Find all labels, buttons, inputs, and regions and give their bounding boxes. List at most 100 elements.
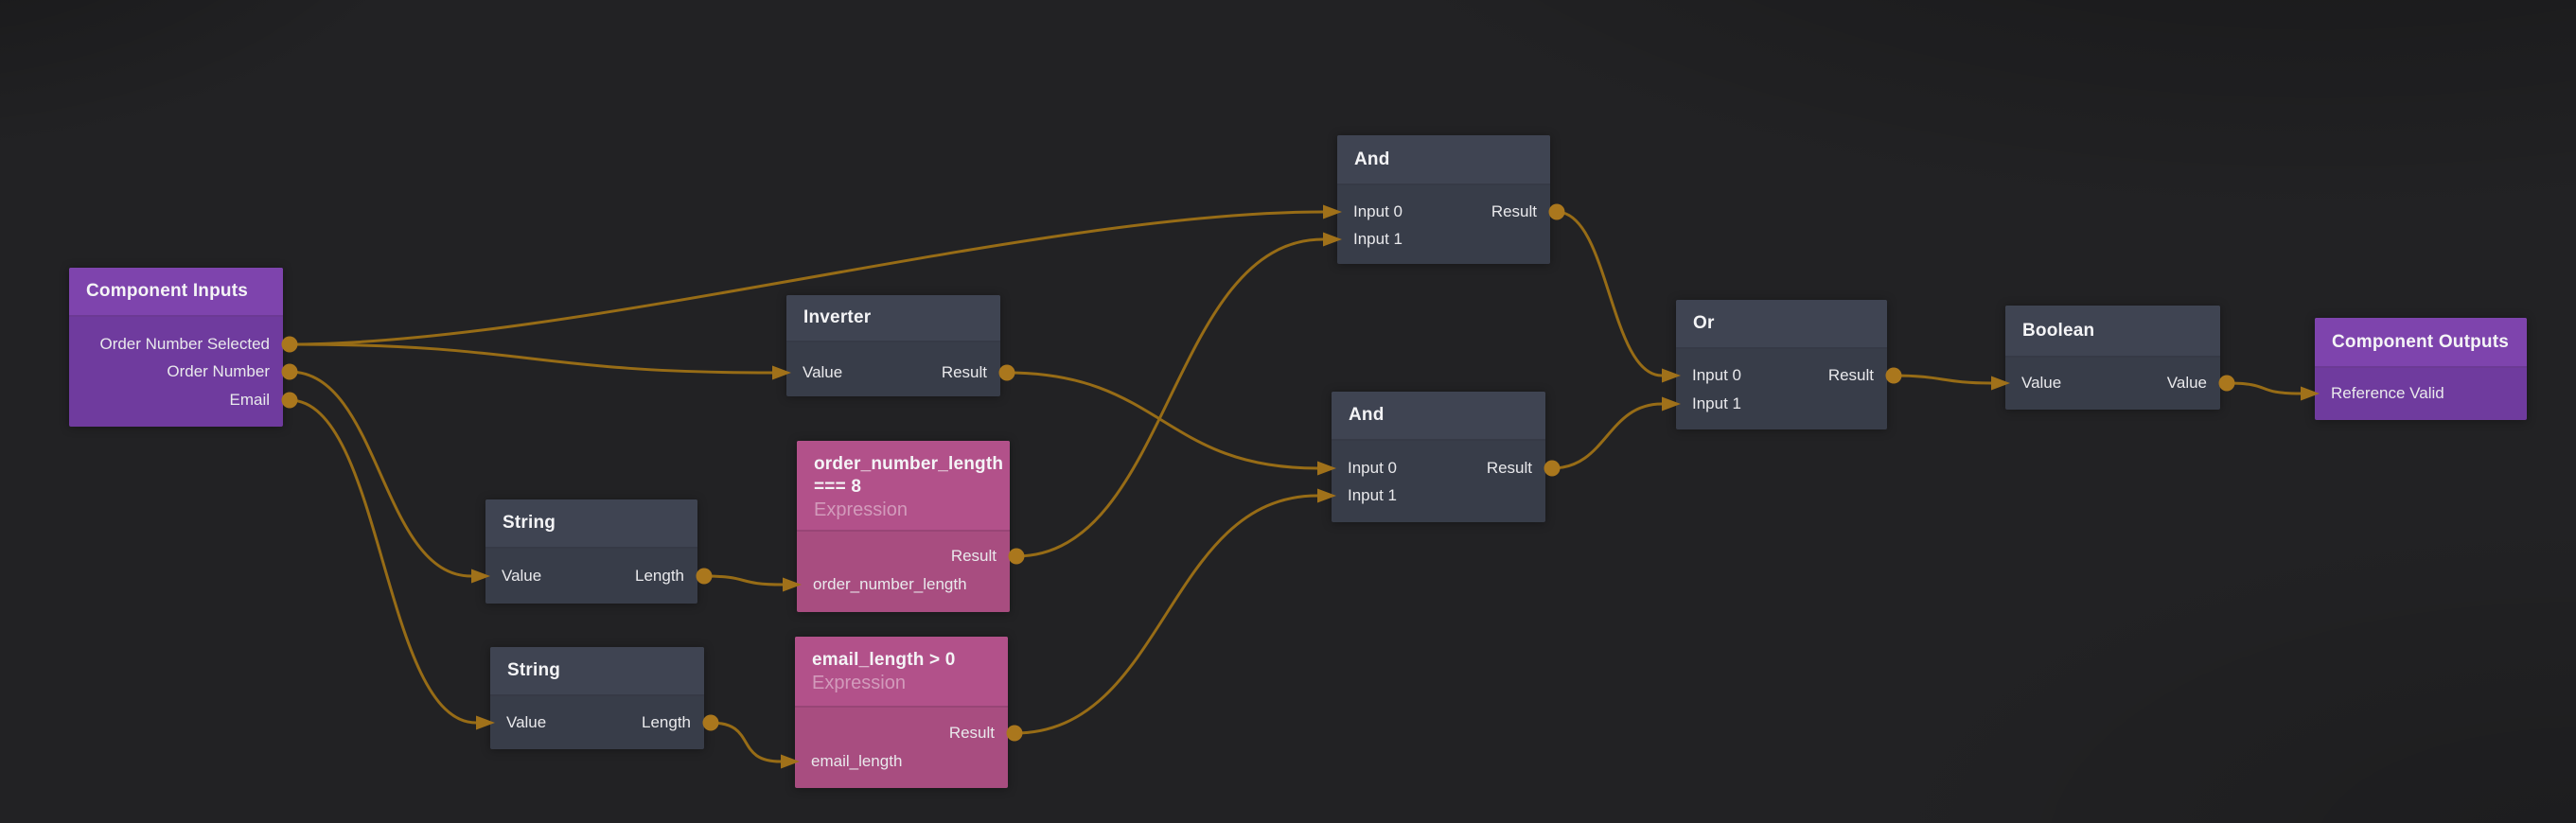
wire[interactable] [2226,381,2302,395]
wire[interactable] [1015,237,1324,558]
output-port-dot[interactable] [281,392,298,409]
output-port-dot[interactable] [1008,548,1025,565]
wire-arrowhead-icon [781,754,800,769]
wire[interactable] [1006,371,1318,470]
input-port-email-length[interactable]: email_length [811,752,903,770]
node-header[interactable]: order_number_length === 8 Expression [797,441,1010,532]
output-port-result[interactable]: Result [941,363,987,381]
input-port-value[interactable]: Value [803,363,843,381]
node-body: Input 0 Input 1 Result [1676,349,1887,429]
wire[interactable] [289,370,472,578]
wire-arrowhead-icon [1323,204,1342,219]
input-port-input-0[interactable]: Input 0 [1348,459,1397,477]
node-title: Component Inputs [86,281,249,301]
input-port-input-1[interactable]: Input 1 [1692,394,1741,412]
node-expression-email-length[interactable]: email_length > 0 Expression email_length… [795,637,1008,788]
node-body: Value Result [786,342,1000,396]
wire-arrowhead-icon [1323,232,1342,247]
node-header[interactable]: Component Inputs [69,268,283,317]
wire[interactable] [1893,374,1992,385]
node-subtitle: Expression [812,673,906,693]
node-header[interactable]: String [490,647,704,696]
node-header[interactable]: And [1332,392,1545,441]
wire-arrowhead-icon [1662,368,1681,383]
node-header[interactable]: Boolean [2005,306,2220,358]
node-title: And [1349,405,1385,425]
node-title: And [1354,149,1390,169]
wire-arrowhead-icon [772,365,791,380]
output-port-dot[interactable] [1006,725,1023,742]
wire[interactable] [710,721,782,763]
input-port-order-number-length[interactable]: order_number_length [813,575,967,593]
input-port-input-0[interactable]: Input 0 [1692,366,1741,384]
wire[interactable] [1556,210,1663,377]
node-and-2[interactable]: And Input 0 Input 1 Result [1332,392,1545,522]
output-port-dot[interactable] [1548,203,1565,220]
wire[interactable] [703,574,784,587]
output-port-email[interactable]: Email [229,391,270,409]
output-port-dot[interactable] [696,568,713,585]
output-port-length[interactable]: Length [635,567,684,585]
output-port-dot[interactable] [998,364,1015,381]
node-string-1[interactable]: String Value Length [485,499,697,604]
output-port-value[interactable]: Value [2166,374,2207,392]
node-header[interactable]: String [485,499,697,549]
wire-arrowhead-icon [2301,386,2320,401]
output-port-order-number[interactable]: Order Number [167,362,270,380]
node-body: order_number_length Result [797,532,1010,612]
node-string-2[interactable]: String Value Length [490,647,704,749]
node-body: Value Length [490,696,704,749]
wire-arrowhead-icon [471,569,490,584]
input-port-input-0[interactable]: Input 0 [1353,202,1403,220]
wire[interactable] [289,342,773,375]
wire[interactable] [289,398,477,725]
wire[interactable] [289,210,1324,346]
input-port-input-1[interactable]: Input 1 [1353,230,1403,248]
output-port-result[interactable]: Result [1827,366,1874,384]
output-port-dot[interactable] [281,336,298,353]
wire-arrowhead-icon [1317,461,1336,476]
node-expression-order-number-length[interactable]: order_number_length === 8 Expression ord… [797,441,1010,612]
node-title: String [507,660,561,680]
node-header[interactable]: Or [1676,300,1887,349]
wire-arrowhead-icon [476,715,495,730]
node-header[interactable]: And [1337,135,1550,185]
node-header[interactable]: Inverter [786,295,1000,342]
output-port-result[interactable]: Result [1486,459,1532,477]
node-or[interactable]: Or Input 0 Input 1 Result [1676,300,1887,429]
input-port-value[interactable]: Value [2021,374,2062,392]
output-port-dot[interactable] [1544,460,1561,477]
node-boolean[interactable]: Boolean Value Value [2005,306,2220,410]
node-body: Value Value [2005,358,2220,410]
node-inverter[interactable]: Inverter Value Result [786,295,1000,396]
input-port-reference-valid[interactable]: Reference Valid [2331,384,2444,402]
output-port-dot[interactable] [1885,367,1902,384]
node-header[interactable]: Component Outputs [2315,318,2527,368]
node-title: String [503,513,556,533]
wire[interactable] [1551,402,1663,470]
output-port-result[interactable]: Result [1491,202,1537,220]
output-port-dot[interactable] [2218,375,2235,392]
node-body: Input 0 Input 1 Result [1332,441,1545,522]
node-component-outputs[interactable]: Component Outputs Reference Valid [2315,318,2527,420]
output-port-order-number-selected[interactable]: Order Number Selected [99,335,270,353]
node-header[interactable]: email_length > 0 Expression [795,637,1008,708]
node-body: Reference Valid [2315,368,2527,420]
input-port-input-1[interactable]: Input 1 [1348,486,1397,504]
output-port-length[interactable]: Length [642,713,691,731]
output-port-dot[interactable] [702,714,719,731]
wire-arrowhead-icon [783,577,802,592]
wire[interactable] [1014,494,1318,735]
node-and-1[interactable]: And Input 0 Input 1 Result [1337,135,1550,264]
output-port-result[interactable]: Result [950,547,997,565]
output-port-dot[interactable] [281,363,298,380]
node-title: order_number_length === 8 [814,454,1004,497]
output-port-result[interactable]: Result [948,724,995,742]
node-subtitle: Expression [814,499,908,520]
input-port-value[interactable]: Value [502,567,542,585]
input-port-value[interactable]: Value [506,713,547,731]
